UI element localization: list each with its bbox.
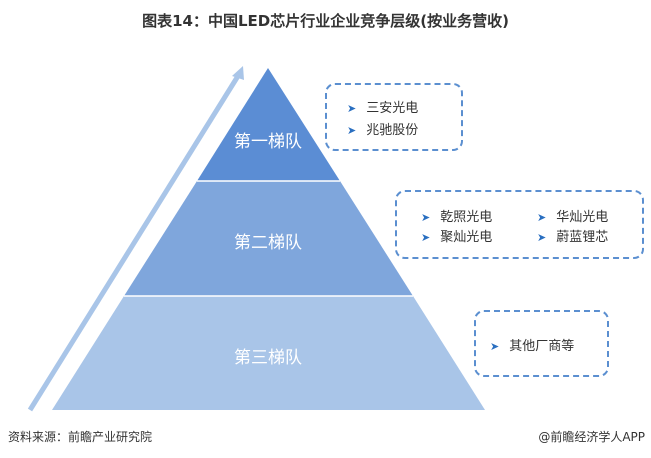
company-item: ➤三安光电 — [347, 101, 419, 116]
chevron-right-icon: ➤ — [347, 124, 357, 137]
chart-title: 图表14：中国LED芯片行业企业竞争层级(按业务营收) — [142, 12, 509, 30]
company-item: ➤其他厂商等 — [490, 339, 575, 354]
chevron-right-icon: ➤ — [537, 231, 547, 244]
chevron-right-icon: ➤ — [421, 231, 431, 244]
tier-3-label: 第三梯队 — [234, 348, 302, 368]
company-item: ➤蔚蓝锂芯 — [537, 230, 609, 245]
company-item: ➤华灿光电 — [537, 210, 609, 225]
tier-3-box: ➤其他厂商等 — [474, 310, 609, 377]
tier-1-box: ➤三安光电 ➤兆驰股份 — [325, 83, 463, 151]
brand-credit: @前瞻经济学人APP — [538, 430, 645, 444]
company-item: ➤兆驰股份 — [347, 123, 419, 138]
tier-2-label: 第二梯队 — [234, 233, 302, 253]
source-note: 资料来源：前瞻产业研究院 — [8, 430, 153, 444]
tier-1-shape — [197, 68, 340, 181]
tier-3-shape — [52, 296, 485, 410]
company-item: ➤乾照光电 — [421, 210, 493, 225]
tier-1-label: 第一梯队 — [234, 132, 302, 152]
arrow-line — [27, 74, 241, 412]
chevron-right-icon: ➤ — [421, 211, 431, 224]
chevron-right-icon: ➤ — [537, 211, 547, 224]
company-item: ➤聚灿光电 — [421, 230, 493, 245]
tier-2-box: ➤乾照光电 ➤华灿光电 ➤聚灿光电 ➤蔚蓝锂芯 — [395, 190, 644, 259]
chevron-right-icon: ➤ — [490, 340, 500, 353]
arrow-head-icon — [232, 66, 244, 80]
tier-2-shape — [124, 181, 413, 296]
chevron-right-icon: ➤ — [347, 102, 357, 115]
